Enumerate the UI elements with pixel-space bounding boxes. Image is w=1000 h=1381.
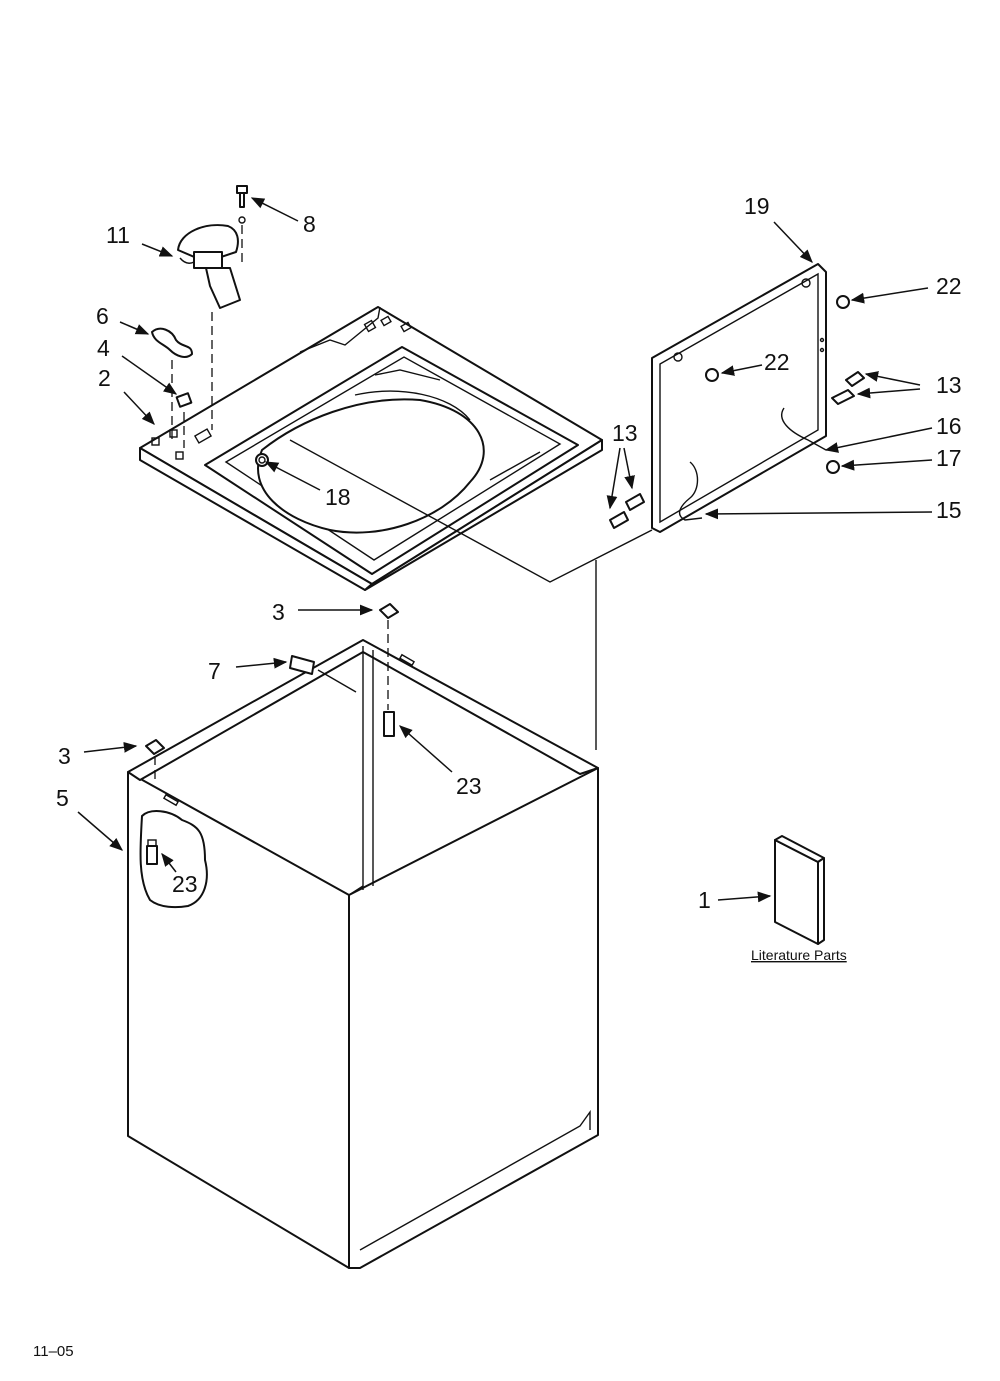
screw-13c xyxy=(625,493,645,511)
callout-18: 18 xyxy=(325,484,351,510)
screw-13d xyxy=(609,511,629,529)
callout-5: 5 xyxy=(56,785,69,811)
callout-labels: 8 11 6 4 2 18 19 22 22 13 13 16 17 15 3 … xyxy=(33,193,962,1360)
callout-13-left: 13 xyxy=(612,420,638,446)
screw-13a xyxy=(845,371,865,387)
literature-parts xyxy=(774,835,825,945)
screw-23b xyxy=(146,845,158,865)
literature-parts-caption: Literature Parts xyxy=(751,947,847,963)
callout-22-top: 22 xyxy=(936,273,962,299)
clip-6 xyxy=(151,327,193,358)
screw-8 xyxy=(236,185,248,224)
callout-13-right: 13 xyxy=(936,372,962,398)
callout-7: 7 xyxy=(208,658,221,684)
callout-16: 16 xyxy=(936,413,962,439)
callout-15: 15 xyxy=(936,497,962,523)
callout-4: 4 xyxy=(97,335,110,361)
leader-lines xyxy=(77,197,933,903)
spacer-4 xyxy=(175,392,193,408)
callout-3-top: 3 xyxy=(272,599,285,625)
callout-11: 11 xyxy=(106,222,130,248)
lid-switch xyxy=(177,224,241,309)
cabinet xyxy=(127,639,599,1269)
screw-7 xyxy=(289,655,315,675)
callout-2: 2 xyxy=(98,365,111,391)
callout-1: 1 xyxy=(698,887,711,913)
plug-22b xyxy=(705,368,719,382)
callout-17: 17 xyxy=(936,445,962,471)
callout-19: 19 xyxy=(744,193,770,219)
callout-3-left: 3 xyxy=(58,743,71,769)
screw-13b xyxy=(831,389,855,405)
clamp-17 xyxy=(826,460,840,474)
callout-22-mid: 22 xyxy=(764,349,790,375)
clip-3b xyxy=(145,739,165,755)
callout-8: 8 xyxy=(303,211,316,237)
callout-23-cutaway: 23 xyxy=(172,871,198,897)
screw-23a xyxy=(383,711,395,737)
rear-panel xyxy=(651,263,827,533)
top-panel xyxy=(139,306,603,591)
callout-23-cabinet: 23 xyxy=(456,773,482,799)
clip-3a xyxy=(379,603,399,619)
footer-code: 11–05 xyxy=(33,1343,74,1360)
plug-22a xyxy=(836,295,850,309)
callout-6: 6 xyxy=(96,303,109,329)
